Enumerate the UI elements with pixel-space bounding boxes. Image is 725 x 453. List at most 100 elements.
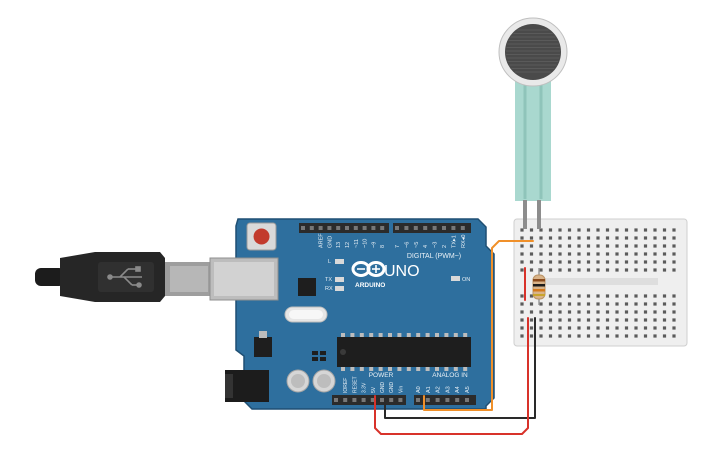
breadboard-hole[interactable]: [672, 326, 676, 330]
breadboard-hole[interactable]: [529, 252, 534, 256]
header-hole[interactable]: [413, 226, 418, 230]
breadboard-hole[interactable]: [539, 318, 543, 322]
breadboard-hole[interactable]: [567, 294, 572, 298]
header-hole[interactable]: [442, 226, 446, 230]
header-hole[interactable]: [395, 226, 399, 230]
breadboard-hole[interactable]: [634, 294, 638, 298]
breadboard-hole[interactable]: [586, 244, 591, 248]
breadboard-hole[interactable]: [615, 318, 619, 322]
header-hole[interactable]: [301, 226, 305, 230]
breadboard-hole[interactable]: [558, 268, 562, 272]
breadboard-hole[interactable]: [567, 228, 572, 232]
breadboard-hole[interactable]: [643, 252, 648, 256]
breadboard-hole[interactable]: [615, 310, 619, 314]
breadboard-hole[interactable]: [539, 310, 543, 314]
breadboard-hole[interactable]: [672, 260, 676, 264]
breadboard-hole[interactable]: [577, 252, 581, 256]
breadboard-hole[interactable]: [624, 334, 629, 338]
breadboard-hole[interactable]: [634, 318, 638, 322]
breadboard-hole[interactable]: [653, 318, 657, 322]
breadboard-hole[interactable]: [567, 326, 572, 330]
breadboard-hole[interactable]: [548, 252, 553, 256]
header-hole[interactable]: [370, 398, 375, 402]
breadboard-hole[interactable]: [653, 326, 657, 330]
digital-header-right[interactable]: [393, 223, 471, 233]
breadboard-hole[interactable]: [596, 268, 600, 272]
breadboard-hole[interactable]: [548, 260, 553, 264]
breadboard-hole[interactable]: [662, 260, 667, 264]
breadboard-hole[interactable]: [624, 244, 629, 248]
breadboard-hole[interactable]: [596, 326, 600, 330]
breadboard-hole[interactable]: [634, 326, 638, 330]
breadboard-hole[interactable]: [672, 228, 676, 232]
breadboard-hole[interactable]: [615, 294, 619, 298]
breadboard-hole[interactable]: [653, 228, 657, 232]
breadboard-hole[interactable]: [520, 268, 524, 272]
breadboard-hole[interactable]: [653, 252, 657, 256]
breadboard-hole[interactable]: [586, 260, 591, 264]
breadboard-hole[interactable]: [529, 236, 534, 240]
header-hole[interactable]: [455, 398, 460, 402]
breadboard-hole[interactable]: [539, 228, 543, 232]
breadboard-hole[interactable]: [615, 260, 619, 264]
force-sensor[interactable]: [498, 17, 568, 229]
breadboard-hole[interactable]: [605, 252, 610, 256]
resistor[interactable]: [532, 268, 546, 305]
breadboard-hole[interactable]: [529, 318, 534, 322]
breadboard-hole[interactable]: [624, 310, 629, 314]
breadboard-hole[interactable]: [643, 228, 648, 232]
breadboard-hole[interactable]: [662, 268, 667, 272]
header-hole[interactable]: [416, 398, 420, 402]
breadboard-hole[interactable]: [567, 236, 572, 240]
breadboard-hole[interactable]: [558, 294, 562, 298]
header-hole[interactable]: [336, 226, 341, 230]
breadboard-hole[interactable]: [586, 236, 591, 240]
breadboard-hole[interactable]: [624, 260, 629, 264]
breadboard-hole[interactable]: [520, 318, 524, 322]
breadboard-hole[interactable]: [672, 302, 676, 306]
breadboard-hole[interactable]: [529, 294, 534, 298]
breadboard-hole[interactable]: [662, 310, 667, 314]
breadboard-hole[interactable]: [643, 310, 648, 314]
breadboard-hole[interactable]: [605, 310, 610, 314]
breadboard-hole[interactable]: [605, 334, 610, 338]
breadboard-hole[interactable]: [643, 326, 648, 330]
breadboard-hole[interactable]: [548, 268, 553, 272]
breadboard-hole[interactable]: [596, 244, 600, 248]
breadboard-hole[interactable]: [672, 334, 676, 338]
header-hole[interactable]: [423, 226, 428, 230]
breadboard-hole[interactable]: [548, 228, 553, 232]
breadboard-hole[interactable]: [558, 228, 562, 232]
breadboard-hole[interactable]: [577, 236, 581, 240]
breadboard-hole[interactable]: [558, 244, 562, 248]
breadboard-hole[interactable]: [624, 268, 629, 272]
header-hole[interactable]: [380, 398, 384, 402]
breadboard-hole[interactable]: [529, 310, 534, 314]
wire-black-ground[interactable]: [384, 317, 536, 419]
breadboard-hole[interactable]: [653, 310, 657, 314]
breadboard-hole[interactable]: [539, 244, 543, 248]
header-hole[interactable]: [361, 398, 366, 402]
breadboard[interactable]: [513, 218, 688, 347]
breadboard-hole[interactable]: [586, 228, 591, 232]
digital-header-left[interactable]: [299, 223, 389, 233]
breadboard-hole[interactable]: [548, 302, 553, 306]
breadboard-hole[interactable]: [615, 252, 619, 256]
breadboard-hole[interactable]: [634, 260, 638, 264]
breadboard-hole[interactable]: [529, 302, 534, 306]
breadboard-hole[interactable]: [672, 268, 676, 272]
breadboard-hole[interactable]: [672, 244, 676, 248]
breadboard-hole[interactable]: [520, 294, 524, 298]
breadboard-hole[interactable]: [653, 260, 657, 264]
breadboard-hole[interactable]: [529, 326, 534, 330]
breadboard-hole[interactable]: [567, 268, 572, 272]
header-hole[interactable]: [389, 398, 394, 402]
header-hole[interactable]: [398, 398, 403, 402]
breadboard-hole[interactable]: [624, 252, 629, 256]
breadboard-hole[interactable]: [558, 326, 562, 330]
breadboard-hole[interactable]: [577, 310, 581, 314]
breadboard-hole[interactable]: [520, 236, 524, 240]
header-hole[interactable]: [425, 398, 430, 402]
breadboard-hole[interactable]: [558, 252, 562, 256]
